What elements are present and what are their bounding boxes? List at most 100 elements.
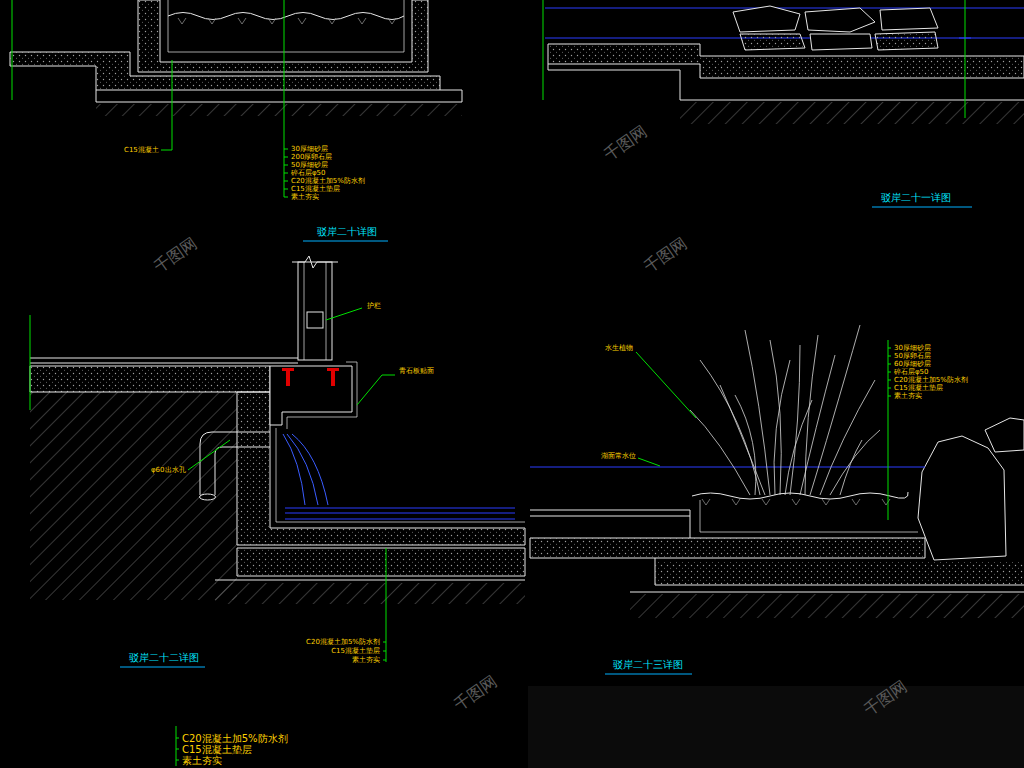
part-callout: 青石板贴面	[398, 367, 435, 375]
leader-line	[284, 0, 288, 197]
aquatic-plant	[820, 380, 875, 495]
watermark: 千图网	[450, 671, 502, 715]
detail-22-section	[215, 583, 525, 604]
layer-callout: 60厚细砂层	[893, 360, 932, 368]
detail-title: 驳岸二十详图	[316, 226, 378, 238]
leader-line	[188, 440, 230, 470]
detail-21-section	[545, 8, 1024, 9]
leader-line	[383, 548, 386, 662]
detail-20-section	[96, 104, 462, 116]
title-underline	[303, 241, 388, 242]
detail-22-section	[270, 366, 352, 425]
layer-callout: 素土夯实	[290, 193, 320, 201]
detail-22-section	[30, 358, 298, 363]
detail-20-section	[178, 18, 396, 24]
aquatic-plant	[785, 400, 812, 495]
detail-22-section	[30, 392, 237, 600]
watermark: 千图网	[640, 233, 692, 277]
aquatic-plant	[745, 330, 770, 495]
part-callout: 水生植物	[604, 344, 634, 352]
aquatic-plant	[690, 410, 750, 495]
layer-callout: 碎石层φ50	[893, 368, 930, 376]
layer-callout: 素土夯实	[181, 755, 223, 767]
layer-callout: 30厚细砂层	[290, 145, 329, 153]
leader-line	[12, 0, 288, 197]
detail-23-section	[530, 418, 1024, 618]
detail-23-section	[530, 538, 925, 558]
detail-22-section	[200, 432, 270, 495]
leader-line	[888, 340, 891, 520]
detail-21-section	[548, 64, 1024, 100]
leader-line	[161, 60, 172, 150]
detail-20-section	[10, 0, 462, 116]
leader-line	[638, 458, 660, 466]
layer-callout: C20混凝土加5%防水剂	[893, 376, 969, 384]
detail-title: 驳岸二十二详图	[128, 652, 200, 664]
leader-line	[357, 375, 395, 405]
aquatic-plant	[830, 430, 880, 495]
layer-callout: C20混凝土加5%防水剂	[290, 177, 366, 185]
title-underline	[120, 667, 205, 668]
detail-22-section	[200, 494, 216, 500]
detail-21-section	[880, 8, 938, 30]
aquatic-plant	[790, 345, 800, 495]
aquatic-plant	[720, 385, 765, 495]
title-underline	[872, 207, 972, 208]
water	[283, 434, 515, 519]
detail-23-section	[690, 510, 691, 538]
aquatic-plant	[690, 325, 880, 495]
anchor-bolt	[327, 368, 339, 371]
leader-line	[176, 726, 179, 766]
detail-22-section	[292, 256, 338, 268]
layer-callout: 素土夯实	[351, 656, 381, 664]
detail-22-section	[287, 362, 357, 429]
detail-21-section	[810, 34, 872, 50]
layer-callout: 200厚卵石层	[290, 153, 333, 161]
detail-20-section	[138, 0, 428, 72]
watermark: 千图网	[150, 233, 202, 277]
aquatic-plant	[805, 335, 818, 495]
layer-callout: 50厚细砂层	[290, 161, 329, 169]
part-callout: φ60出水孔	[150, 466, 187, 474]
leader-line	[30, 315, 31, 410]
detail-21-section	[740, 34, 805, 50]
detail-22-section	[30, 256, 525, 604]
detail-23-section	[630, 594, 1024, 618]
detail-23-section	[655, 558, 1024, 585]
detail-20-section	[168, 13, 404, 20]
level-tick	[959, 38, 971, 39]
detail-23-section	[702, 499, 890, 505]
leader-line	[176, 340, 891, 766]
detail-22-section	[237, 548, 525, 576]
leader-line	[543, 0, 544, 100]
title-underline	[605, 674, 692, 675]
detail-21-section	[875, 32, 938, 50]
detail-21-section	[545, 6, 1024, 124]
detail-22-section	[276, 428, 525, 522]
layer-callout: 30厚细砂层	[893, 344, 932, 352]
detail-23-section	[985, 418, 1024, 452]
detail-22-section	[304, 262, 326, 360]
detail-title: 驳岸二十一详图	[880, 192, 952, 204]
detail-21-section	[805, 8, 875, 32]
leader-line	[965, 0, 966, 118]
aquatic-plant	[840, 440, 862, 495]
layer-callout: C15混凝土垫层	[290, 185, 341, 193]
aquatic-plant	[735, 395, 756, 495]
leader-line	[543, 0, 965, 118]
detail-22-section	[30, 366, 270, 392]
layer-callout: 50厚卵石层	[893, 352, 932, 360]
detail-20-section	[96, 90, 462, 102]
layer-callout: C15混凝土垫层	[330, 647, 381, 655]
water	[283, 434, 328, 505]
detail-22-section	[215, 580, 525, 581]
layer-callout: C20混凝土加5%防水剂	[305, 638, 381, 646]
water	[285, 508, 515, 519]
layer-callout: C15混凝土垫层	[181, 744, 253, 756]
leader-line	[30, 308, 395, 662]
watermark: 千图网	[600, 121, 652, 165]
detail-23-section	[630, 592, 1024, 593]
layer-callout: 碎石层φ50	[290, 169, 327, 177]
aquatic-plant	[770, 340, 781, 495]
detail-22-section	[307, 312, 323, 328]
